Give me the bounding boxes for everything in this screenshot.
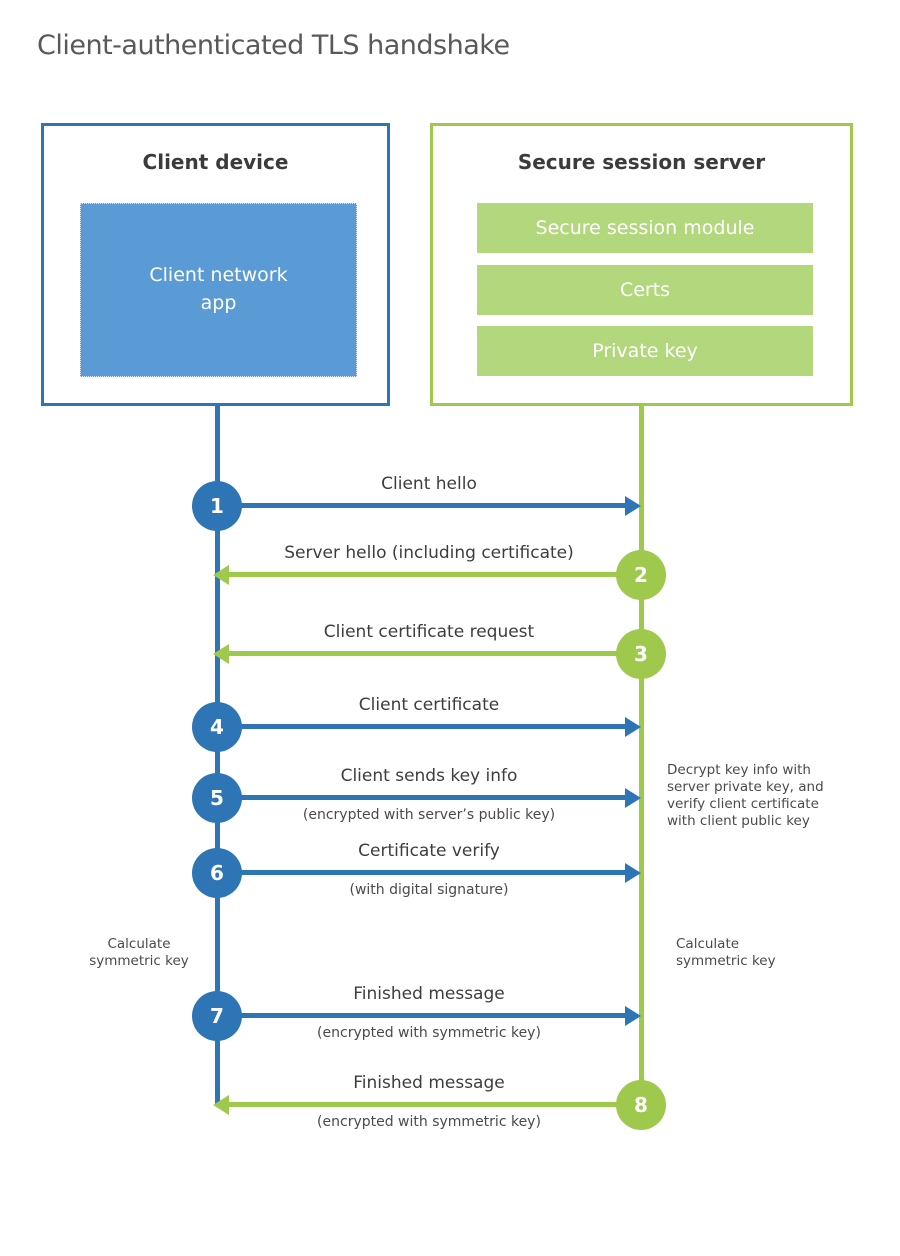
- message-4-label: Client certificate: [358, 695, 500, 715]
- message-6-sublabel: (with digital signature): [349, 882, 509, 898]
- message-4-arrowhead-icon: [625, 717, 641, 737]
- message-1-arrowhead-icon: [625, 496, 641, 516]
- client-network-app-label: Client network app: [149, 264, 288, 314]
- message-5-arrow-line: [217, 795, 627, 800]
- message-8-step-badge: 8: [616, 1080, 666, 1130]
- message-2-label: Server hello (including certificate): [284, 543, 574, 563]
- message-2-step-badge: 2: [616, 550, 666, 600]
- message-8-arrow-line: [229, 1102, 641, 1107]
- message-5-label: Client sends key info: [340, 766, 518, 786]
- message-3-arrowhead-icon: [213, 644, 229, 664]
- message-8-arrowhead-icon: [213, 1095, 229, 1115]
- message-7-arrowhead-icon: [625, 1006, 641, 1026]
- page-title: Client-authenticated TLS handshake: [37, 30, 510, 61]
- message-4-step-badge: 4: [192, 702, 242, 752]
- message-7-arrow-line: [217, 1013, 627, 1018]
- message-1-step-badge: 1: [192, 481, 242, 531]
- client-network-app-box: Client network app: [80, 203, 357, 377]
- message-5-arrowhead-icon: [625, 788, 641, 808]
- message-8-label: Finished message: [353, 1073, 505, 1093]
- message-6-arrowhead-icon: [625, 863, 641, 883]
- secure-session-server-title: Secure session server: [517, 150, 766, 174]
- message-1-label: Client hello: [381, 474, 477, 494]
- server-module-certs: Certs: [477, 265, 813, 315]
- client-device-box: Client device Client network app: [41, 123, 390, 406]
- message-7-step-badge: 7: [192, 991, 242, 1041]
- client-device-title: Client device: [142, 150, 289, 174]
- message-6-step-badge: 6: [192, 848, 242, 898]
- calculate-symmetric-key-note-server: Calculate symmetric key: [676, 936, 776, 969]
- message-6-arrow-line: [217, 870, 627, 875]
- message-6-label: Certificate verify: [358, 841, 500, 861]
- message-8-sublabel: (encrypted with symmetric key): [317, 1114, 541, 1130]
- calculate-symmetric-key-note-client: Calculate symmetric key: [89, 936, 189, 969]
- client-lifeline: [215, 404, 220, 1105]
- message-4-arrow-line: [217, 724, 627, 729]
- message-2-arrow-line: [229, 572, 641, 577]
- decrypt-key-info-note: Decrypt key info with server private key…: [667, 762, 824, 829]
- secure-session-server-box: Secure session server Secure session mod…: [430, 123, 853, 406]
- message-3-step-badge: 3: [616, 629, 666, 679]
- server-module-private-key: Private key: [477, 326, 813, 376]
- server-module-secure-session-module: Secure session module: [477, 203, 813, 253]
- message-2-arrowhead-icon: [213, 565, 229, 585]
- server-lifeline: [639, 404, 644, 1105]
- message-7-label: Finished message: [353, 984, 505, 1004]
- message-1-arrow-line: [217, 503, 627, 508]
- message-7-sublabel: (encrypted with symmetric key): [317, 1025, 541, 1041]
- message-5-step-badge: 5: [192, 773, 242, 823]
- message-3-arrow-line: [229, 651, 641, 656]
- message-5-sublabel: (encrypted with server’s public key): [302, 807, 556, 823]
- message-3-label: Client certificate request: [323, 622, 535, 642]
